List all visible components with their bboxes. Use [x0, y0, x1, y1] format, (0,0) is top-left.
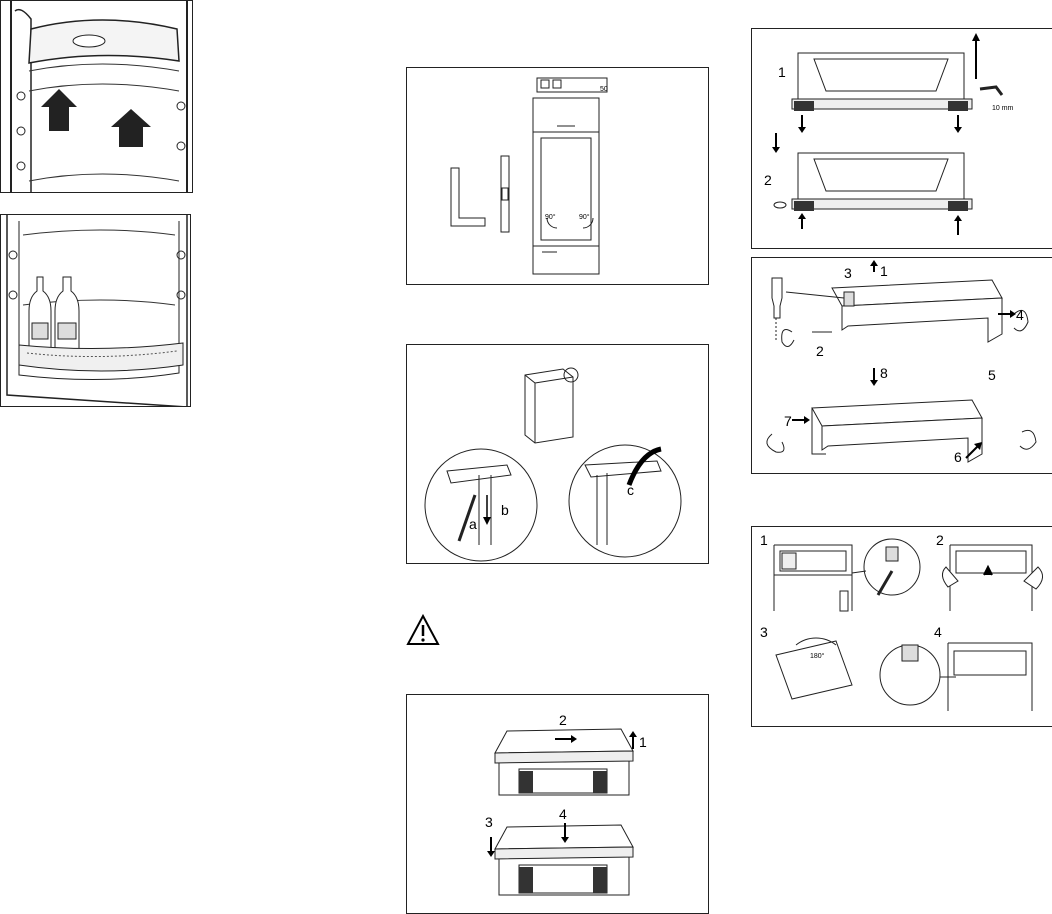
- hinge-reversal-drawing: [766, 260, 1037, 463]
- warning-triangle-icon: [406, 614, 440, 645]
- hinge-reversal-figure: 1 2 3 4 5 6 7 8: [751, 257, 1052, 474]
- niche-leveling-drawing: [450, 77, 608, 275]
- gap-label: 50: [600, 86, 608, 93]
- angle-right-label: 90°: [579, 214, 590, 221]
- cover-step-1: 1: [639, 734, 647, 750]
- hinge-step-3: 3: [844, 265, 852, 281]
- fridge-shelf-lift-figure: [0, 0, 193, 193]
- hinge-step-8: 8: [880, 365, 888, 381]
- feet-step-2: 2: [764, 172, 772, 188]
- door-corner-detail-figure: a b c: [406, 344, 709, 564]
- door-corner-detail-drawing: [424, 367, 682, 562]
- door-bottle-shelf-figure: [0, 214, 191, 407]
- hinge-step-2: 2: [816, 343, 824, 359]
- hinge-step-5: 5: [988, 367, 996, 383]
- step-b-label: b: [501, 502, 509, 518]
- door-bottle-shelf-drawing: [6, 215, 188, 406]
- flap-step-2: 2: [936, 532, 944, 548]
- step-a-label: a: [469, 516, 477, 532]
- cover-step-4: 4: [559, 806, 567, 822]
- niche-leveling-figure: 90° 90° 50: [406, 67, 709, 285]
- cover-step-2: 2: [559, 712, 567, 728]
- cover-step-3: 3: [485, 814, 493, 830]
- flap-step-4: 4: [934, 624, 942, 640]
- top-cover-drawing: [487, 728, 637, 896]
- fridge-shelf-lift-drawing: [10, 1, 188, 192]
- hinge-step-1: 1: [880, 263, 888, 279]
- rotation-label: 180°: [810, 653, 825, 660]
- hinge-step-7: 7: [784, 413, 792, 429]
- hinge-step-4: 4: [1016, 307, 1024, 323]
- feet-adjustment-figure: 1 2 10 mm: [751, 28, 1052, 249]
- step-c-label: c: [627, 482, 634, 498]
- feet-step-1: 1: [778, 64, 786, 80]
- angle-left-label: 90°: [545, 214, 556, 221]
- top-cover-figure: 1 2 3 4: [406, 694, 709, 914]
- wrench-size-label: 10 mm: [992, 105, 1014, 112]
- feet-adjustment-drawing: [772, 33, 1004, 235]
- freezer-flap-drawing: [773, 538, 1043, 711]
- freezer-flap-figure: 1 2 3 4 180°: [751, 526, 1052, 727]
- flap-step-1: 1: [760, 532, 768, 548]
- hinge-step-6: 6: [954, 449, 962, 465]
- flap-step-3: 3: [760, 624, 768, 640]
